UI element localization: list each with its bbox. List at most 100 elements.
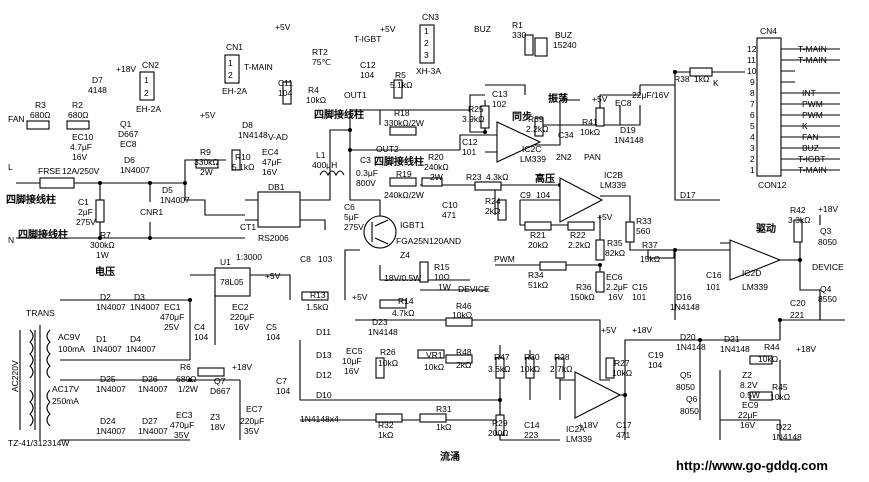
r6-power: 1/2W (178, 384, 198, 394)
ec9-value: 22μF (738, 410, 758, 420)
vr1-label: VR1 (426, 350, 443, 360)
r25-value: 3.9kΩ (462, 114, 484, 124)
c20-value: 221 (790, 310, 804, 320)
r29-label: R29 (492, 418, 508, 428)
r1-value: 330 (512, 30, 526, 40)
d3-value: 1N4007 (130, 302, 160, 312)
d26-value: 1N4007 (138, 384, 168, 394)
buzzer-value: 15240 (553, 40, 577, 50)
d7-label: D7 (92, 75, 103, 85)
cn4-label: CN4 (760, 26, 777, 36)
r15-value: 10Ω (434, 272, 450, 282)
d22-value: 1N4148 (772, 432, 802, 442)
d1-value: 1N4007 (92, 344, 122, 354)
r25-label: R25 (468, 104, 484, 114)
c12-value: 101 (462, 147, 476, 157)
ic2a-label: IC2A (566, 424, 585, 434)
cn12-label: CON12 (758, 180, 787, 190)
c11-label: C11 (278, 78, 293, 88)
r32-label: R32 (378, 420, 394, 430)
c5-value: 104 (266, 332, 280, 342)
k-label: K (713, 78, 719, 88)
cn1-type: EH-2A (222, 86, 247, 96)
r23-value: 4.3kΩ (486, 172, 508, 182)
live-terminal: L (8, 162, 13, 172)
z3-value: 18V (210, 422, 225, 432)
z4-value: 18V/0.5W (384, 273, 421, 283)
d20-value: 1N4148 (676, 342, 706, 352)
four-pin-label-2: 四脚接线柱 (18, 228, 68, 241)
r3-label: R3 (35, 100, 46, 110)
cn3-type: XH-3A (416, 66, 441, 76)
cn3-pin-1: 1 (424, 26, 429, 36)
d16-value: 1N4148 (670, 302, 700, 312)
plus5-rt2: +5V (275, 22, 291, 32)
cn4-net-lines (781, 48, 840, 171)
r7-value: 300kΩ (90, 240, 115, 250)
q1-value: D667 (118, 129, 139, 139)
r26-label: R26 (380, 347, 396, 357)
d10-label: D10 (316, 390, 332, 400)
r29-value: 200Ω (488, 428, 509, 438)
r14-label: R14 (398, 296, 414, 306)
cn4-pin: 2 (750, 154, 755, 164)
buzzer-label: BUZ (555, 30, 572, 40)
ec6-value: 2.2μF (606, 282, 628, 292)
ec8-label: EC8 (615, 98, 632, 108)
ec7-voltage: 35V (244, 426, 259, 436)
q4-value: 8550 (818, 294, 837, 304)
r2-label: R2 (72, 100, 83, 110)
c10-label: C10 (442, 200, 458, 210)
c17-label: C17 (616, 420, 632, 430)
r33-label: R33 (636, 216, 652, 226)
d25-value: 1N4007 (96, 384, 126, 394)
cn4-pin: 6 (750, 110, 755, 120)
r39-label: R39 (528, 114, 544, 124)
d6-label: D6 (124, 155, 135, 165)
rt2-value: 75℃ (312, 57, 331, 67)
ac17-label: AC17V (52, 384, 79, 394)
q4-label: Q4 (820, 284, 832, 294)
ec7-label: EC7 (246, 404, 263, 414)
d26-label: D26 (142, 374, 158, 384)
q3-label: Q3 (820, 226, 832, 236)
r7-label: R7 (100, 230, 111, 240)
four-pin-label-3: 四脚接线柱 (314, 108, 364, 121)
plus18-ic2a-bottom: +18V (578, 420, 598, 430)
r5-value: 5.1kΩ (390, 80, 412, 90)
r48-label: R48 (456, 347, 472, 357)
oscillate-section-label: 振荡 (548, 92, 568, 105)
ec5-value: 10μF (342, 356, 362, 366)
c20-label: C20 (790, 298, 806, 308)
c3-value: 0.3μF (356, 168, 378, 178)
r47-value: 3.6kΩ (488, 364, 510, 374)
r27-value: 10kΩ (612, 368, 632, 378)
r33-value: 560 (636, 226, 650, 236)
r9-label: R9 (200, 147, 211, 157)
r46-label: R46 (456, 301, 472, 311)
d21-value: 1N4148 (720, 344, 750, 354)
r9-value: 330kΩ (194, 157, 219, 167)
d27-label: D27 (142, 416, 158, 426)
r22-value: 2.2kΩ (568, 240, 590, 250)
c1-value: 2μF (78, 207, 93, 217)
r13-value: 1.5kΩ (306, 302, 328, 312)
c16-label: C16 (706, 270, 722, 280)
r30-label: R30 (524, 352, 540, 362)
q5-value: 8050 (676, 382, 695, 392)
ic2c-label: IC2C (522, 144, 541, 154)
ec6-voltage: 16V (608, 292, 623, 302)
r42-value: 3.3kΩ (788, 215, 810, 225)
c3-voltage: 800V (356, 178, 376, 188)
r13-label: R13 (310, 290, 326, 300)
d24-label: D24 (100, 416, 116, 426)
q6-value: 8050 (680, 406, 699, 416)
device-label-2: DEVICE (812, 262, 844, 272)
comparator-symbols (496, 121, 782, 419)
inductor-l1-symbol (319, 170, 345, 177)
cn4-symbol (756, 37, 782, 177)
c4-value: 104 (194, 332, 208, 342)
r15-label: R15 (434, 262, 450, 272)
z2-power: 0.5W (740, 390, 760, 400)
fuse-value: 12A/250V (62, 166, 100, 176)
